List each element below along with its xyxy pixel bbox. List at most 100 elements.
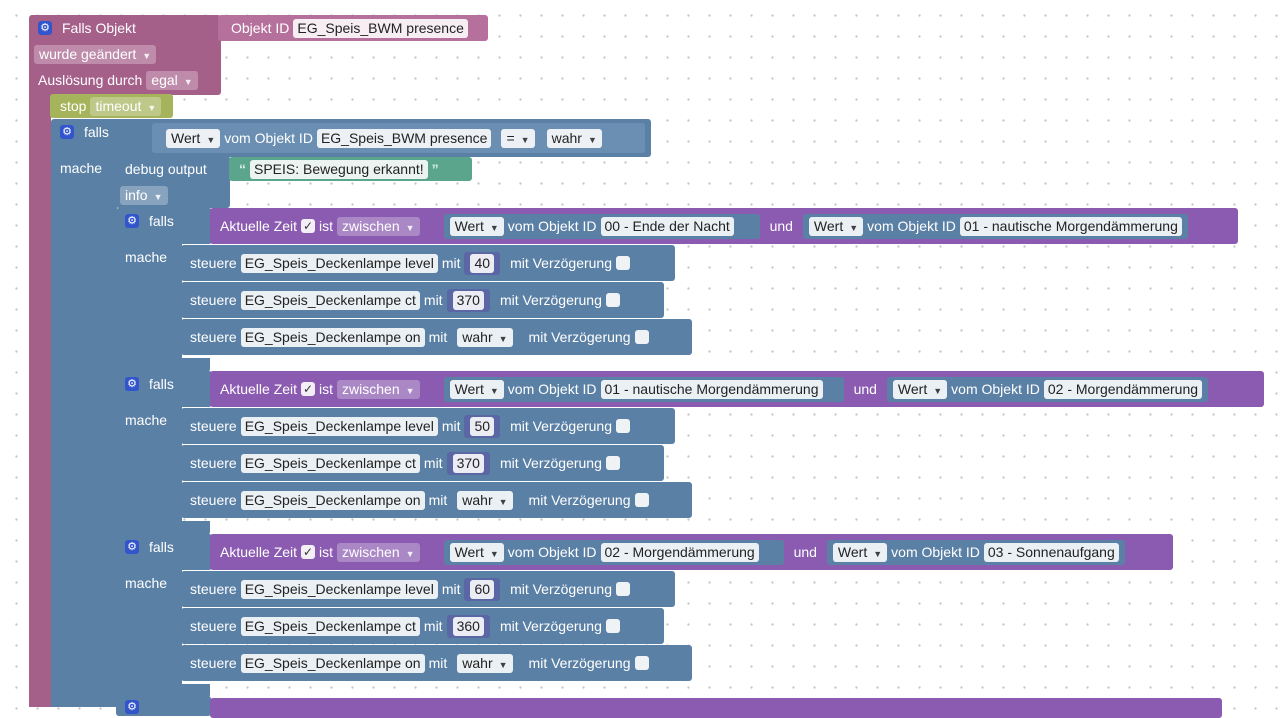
between-dropdown[interactable]: zwischen▼ [337, 542, 420, 562]
control-object-field[interactable]: EG_Speis_Deckenlampe ct [240, 616, 420, 636]
ct-number-block[interactable]: 370 [446, 288, 490, 312]
outer-object-id-field[interactable]: EG_Speis_BWM presence [316, 128, 492, 148]
true-value-text: wahr [462, 654, 493, 671]
ct-number-field[interactable]: 370 [452, 290, 484, 310]
event-header: ⚙ Falls Objekt [38, 17, 136, 39]
from-object-id-field[interactable]: 02 - Morgendämmerung [600, 542, 759, 562]
of-object-label: vom Objekt ID [507, 544, 597, 560]
gear-icon[interactable]: ⚙ [38, 21, 52, 35]
on-value-dropdown[interactable]: wahr▼ [457, 490, 513, 510]
ct-number-field[interactable]: 360 [452, 616, 484, 636]
delay-checkbox[interactable] [605, 619, 620, 633]
delay-label: mit Verzögerung [528, 329, 631, 345]
from-value-dropdown[interactable]: Wert▼ [449, 379, 504, 399]
control-object-field[interactable]: EG_Speis_Deckenlampe level [240, 416, 438, 436]
control-label: steuere [190, 492, 237, 508]
on-value-block[interactable]: wahr▼ [451, 488, 519, 512]
control-object-field[interactable]: EG_Speis_Deckenlampe level [240, 253, 438, 273]
partial-condition-block[interactable] [210, 698, 1222, 718]
level-number-field[interactable]: 60 [470, 579, 495, 599]
delay-checkbox[interactable] [616, 419, 631, 433]
outer-if-falls-label: falls [84, 124, 109, 140]
operator-dropdown[interactable]: =▼ [501, 128, 535, 148]
of-object-label: vom Objekt ID [507, 381, 597, 397]
gear-icon[interactable]: ⚙ [125, 377, 139, 391]
to-value-dropdown[interactable]: Wert▼ [892, 379, 948, 399]
delay-checkbox[interactable] [616, 582, 631, 596]
level-number-block[interactable]: 40 [464, 251, 501, 275]
outer-if-spine [51, 150, 117, 707]
ct-number-block[interactable]: 370 [446, 451, 490, 475]
control-object-field[interactable]: EG_Speis_Deckenlampe ct [240, 453, 420, 473]
event-block-spine [29, 90, 51, 707]
to-object-id-field[interactable]: 03 - Sonnenaufgang [983, 542, 1119, 562]
checkmark-icon[interactable]: ✓ [301, 219, 316, 233]
to-value-dropdown[interactable]: Wert ▼ [832, 542, 888, 562]
control-object-field[interactable]: EG_Speis_Deckenlampe on [240, 327, 425, 347]
from-value-block[interactable]: Wert▼ vom Objekt ID 02 - Morgendämmerung [443, 539, 784, 565]
control-object-field[interactable]: EG_Speis_Deckenlampe on [240, 653, 425, 673]
checkmark-icon[interactable]: ✓ [301, 382, 316, 396]
delay-checkbox[interactable] [634, 330, 649, 344]
debug-output-block[interactable] [116, 156, 230, 208]
delay-checkbox[interactable] [634, 493, 649, 507]
stop-value: timeout [95, 97, 142, 114]
value-dropdown-text: Wert [454, 217, 484, 234]
from-object-id-field[interactable]: 00 - Ende der Nacht [600, 216, 734, 236]
trigger-row: Auslösung durch egal▼ [38, 69, 198, 91]
value-dropdown-text: Wert [171, 129, 201, 146]
on-value-dropdown[interactable]: wahr▼ [457, 327, 513, 347]
gear-icon[interactable]: ⚙ [125, 214, 139, 228]
change-mode-dropdown[interactable]: wurde geändert▼ [34, 44, 157, 64]
compare-value-dropdown[interactable]: wahr▼ [546, 128, 602, 148]
control-row: steuere EG_Speis_Deckenlampe level mit 4… [190, 251, 631, 275]
control-object-field[interactable]: EG_Speis_Deckenlampe on [240, 490, 425, 510]
dropdown-arrow-icon: ▼ [873, 548, 883, 559]
delay-checkbox[interactable] [605, 456, 620, 470]
from-value-dropdown[interactable]: Wert ▼ [449, 216, 504, 236]
from-value-dropdown[interactable]: Wert▼ [449, 542, 504, 562]
gear-icon[interactable]: ⚙ [60, 125, 74, 139]
from-value-block[interactable]: Wert▼ vom Objekt ID 01 - nautische Morge… [443, 376, 844, 402]
dropdown-arrow-icon: ▼ [489, 385, 499, 396]
delay-checkbox[interactable] [634, 656, 649, 670]
trigger-dropdown[interactable]: egal▼ [146, 70, 198, 90]
of-object-label: vom Objekt ID [867, 218, 956, 234]
from-object-id-field[interactable]: 01 - nautische Morgendämmerung [600, 379, 823, 399]
control-object-field[interactable]: EG_Speis_Deckenlampe level [240, 579, 438, 599]
on-value-block[interactable]: wahr▼ [451, 325, 519, 349]
from-value-block[interactable]: Wert▼ vom Objekt ID 00 - Ende der Nacht [443, 213, 760, 239]
to-object-id-field[interactable]: 02 - Morgendämmerung [1043, 379, 1203, 399]
debug-text-field[interactable]: SPEIS: Bewegung erkannt! [250, 159, 428, 179]
to-value-block[interactable]: Wert▼ vom Objekt ID 02 - Morgendämmerung [886, 376, 1209, 402]
between-dropdown[interactable]: zwischen▼ [337, 216, 420, 236]
level-number-field[interactable]: 40 [470, 253, 495, 273]
debug-level-dropdown[interactable]: info▼ [120, 185, 168, 205]
event-block-body[interactable] [29, 15, 221, 95]
to-object-id-field[interactable]: 01 - nautische Morgendämmerung [959, 216, 1182, 236]
debug-row: debug output [125, 158, 207, 180]
level-number-block[interactable]: 50 [464, 414, 501, 438]
stop-timeout-block[interactable] [50, 94, 173, 118]
dropdown-arrow-icon: ▼ [489, 222, 499, 233]
to-value-block[interactable]: Wert▼ vom Objekt ID 03 - Sonnenaufgang [826, 539, 1125, 565]
on-value-dropdown[interactable]: wahr▼ [457, 653, 513, 673]
checkmark-icon[interactable]: ✓ [301, 545, 316, 559]
gear-icon[interactable]: ⚙ [125, 540, 139, 554]
to-value-block[interactable]: Wert▼ vom Objekt ID 01 - nautische Morge… [802, 213, 1188, 239]
level-number-block[interactable]: 60 [464, 577, 501, 601]
ct-number-field[interactable]: 370 [452, 453, 484, 473]
delay-checkbox[interactable] [616, 256, 631, 270]
to-value-dropdown[interactable]: Wert▼ [808, 216, 864, 236]
on-value-block[interactable]: wahr▼ [451, 651, 519, 675]
outer-value-dropdown[interactable]: Wert▼ [166, 128, 221, 148]
control-object-field[interactable]: EG_Speis_Deckenlampe ct [240, 290, 420, 310]
event-object-id-field[interactable]: EG_Speis_BWM presence [293, 18, 468, 38]
stop-dropdown[interactable]: timeout▼ [90, 96, 162, 116]
ct-number-block[interactable]: 360 [446, 614, 490, 638]
delay-checkbox[interactable] [605, 293, 620, 307]
level-number-field[interactable]: 50 [470, 416, 495, 436]
gear-icon[interactable]: ⚙ [125, 700, 139, 714]
between-dropdown[interactable]: zwischen▼ [337, 379, 420, 399]
value-dropdown-text: Wert [837, 543, 868, 560]
